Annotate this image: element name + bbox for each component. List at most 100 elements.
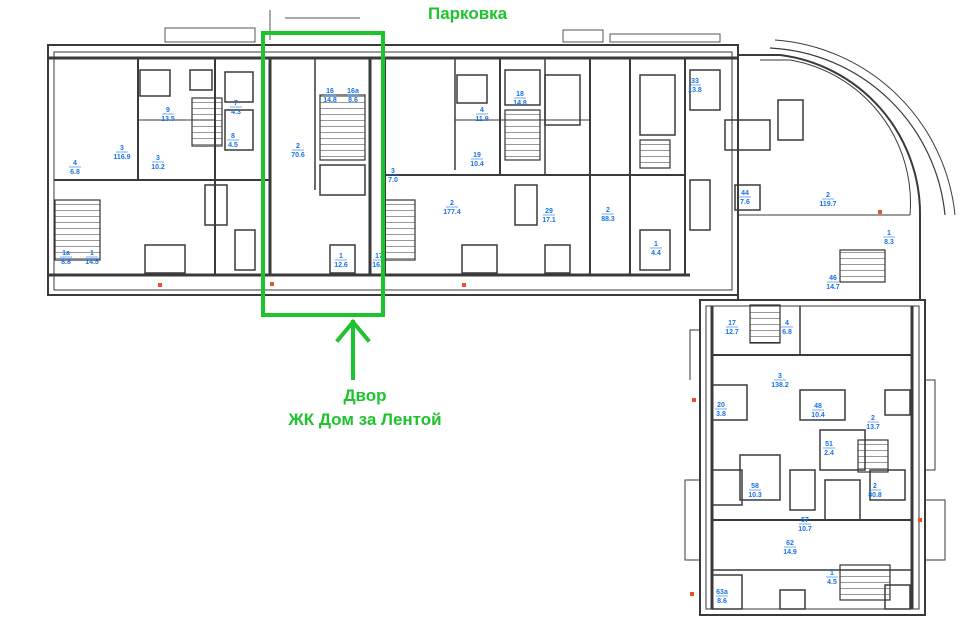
room-area: 2.4: [824, 450, 834, 457]
room-label: 3 138.2: [771, 373, 789, 389]
room-area: 80.8: [868, 492, 882, 499]
room-label: 913.5: [161, 107, 175, 123]
curved-wing: [689, 39, 956, 301]
room-number: 3: [120, 145, 124, 152]
room-number: 48: [814, 403, 822, 410]
room-area: 13.7: [866, 424, 880, 431]
room-number: 4: [480, 107, 484, 114]
room-area: 6.8: [70, 169, 80, 176]
room-area: 177.4: [443, 209, 461, 216]
room-area: 14.8: [513, 100, 527, 107]
room-area: 4.4: [651, 250, 661, 257]
room-label: 46.8: [781, 320, 793, 336]
room-area: 14.9: [783, 549, 797, 556]
room-label: 17 12.7: [725, 320, 739, 336]
room-label: 57 10.7: [798, 517, 812, 533]
room-area: 8.6: [348, 97, 358, 104]
arrow-up-icon: [335, 318, 371, 380]
room-number: 19: [473, 152, 481, 159]
room-number: 57: [801, 517, 809, 524]
room-number: 18: [516, 91, 524, 98]
room-label: 29 17.1: [542, 208, 556, 224]
room-label: 18 14.8: [513, 91, 527, 107]
room-area: 6.8: [782, 329, 792, 336]
parking-outline: [164, 10, 721, 43]
room-area: 14.8: [323, 97, 337, 104]
right-wing: [684, 299, 946, 616]
room-area: 7.0: [388, 177, 398, 184]
room-number: 3: [778, 373, 782, 380]
room-area: 116.9: [113, 154, 130, 161]
room-label: 48 10.4: [811, 403, 825, 419]
room-area: 16.8: [372, 262, 386, 269]
room-number: 3: [156, 155, 160, 162]
room-number: 20: [717, 402, 725, 409]
room-label: 203.8: [715, 402, 727, 418]
room-label: 46.8: [69, 160, 81, 176]
room-number: 46: [829, 275, 837, 282]
room-number: 3: [391, 168, 395, 175]
room-number: 9: [166, 107, 170, 114]
room-area: 8.3: [884, 239, 894, 246]
room-number: 2: [826, 192, 830, 199]
room-area: 8.6: [717, 598, 727, 605]
room-area: 8.8: [61, 259, 71, 266]
room-number: 2: [606, 207, 610, 214]
room-area: 13.5: [161, 116, 175, 123]
room-number: 1: [887, 230, 891, 237]
room-number: 1: [339, 253, 343, 260]
room-number: 44: [741, 190, 749, 197]
room-area: 10.4: [811, 412, 825, 419]
room-number: 29: [545, 208, 553, 215]
complex-name-label: ЖК Дом за Лентой: [288, 410, 442, 429]
stairwells: [54, 94, 891, 601]
room-area: 14.7: [826, 284, 840, 291]
room-number: 17: [728, 320, 736, 327]
room-number: 63a: [716, 589, 728, 596]
room-label: 288.3: [601, 207, 615, 223]
room-area: 10.7: [798, 526, 812, 533]
room-area: 14.5: [85, 259, 99, 266]
room-number: 2: [871, 415, 875, 422]
markers: [158, 210, 922, 596]
room-label: 18.3: [883, 230, 895, 246]
main-wing: [47, 44, 739, 296]
room-label: 112.6: [334, 253, 348, 269]
room-label: 3 116.9: [113, 145, 130, 161]
room-number: 58: [751, 483, 759, 490]
room-area: 12.7: [725, 329, 739, 336]
room-label: 84.5: [227, 133, 239, 149]
room-area: 70.6: [291, 152, 305, 159]
room-area: 3.8: [716, 411, 726, 418]
room-number: 62: [786, 540, 794, 547]
room-number: 4: [73, 160, 77, 167]
room-number: 2: [296, 143, 300, 150]
room-label: 14.5: [826, 570, 838, 586]
room-number: 33: [691, 78, 699, 85]
room-number: 4: [785, 320, 789, 327]
room-number: 1a: [62, 250, 70, 257]
room-area: 12.6: [334, 262, 348, 269]
room-area: 10.2: [151, 164, 165, 171]
room-label: 58 10.3: [748, 483, 762, 499]
room-label: 62 14.9: [783, 540, 797, 556]
room-label: 411.9: [475, 107, 488, 123]
room-label: 280.8: [868, 483, 882, 499]
room-area: 88.3: [601, 216, 615, 223]
room-area: 17.1: [542, 217, 556, 224]
room-label: 14.4: [650, 241, 662, 257]
room-area: 138.2: [771, 382, 789, 389]
room-area: 11.9: [475, 116, 488, 123]
room-area: 10.3: [748, 492, 762, 499]
room-area: 10.4: [470, 161, 484, 168]
room-label: 46 14.7: [826, 275, 840, 291]
room-label: 37.0: [387, 168, 399, 184]
room-number: 1: [654, 241, 658, 248]
room-label: 1a8.8: [60, 250, 72, 266]
highlight-frame: [261, 31, 385, 317]
